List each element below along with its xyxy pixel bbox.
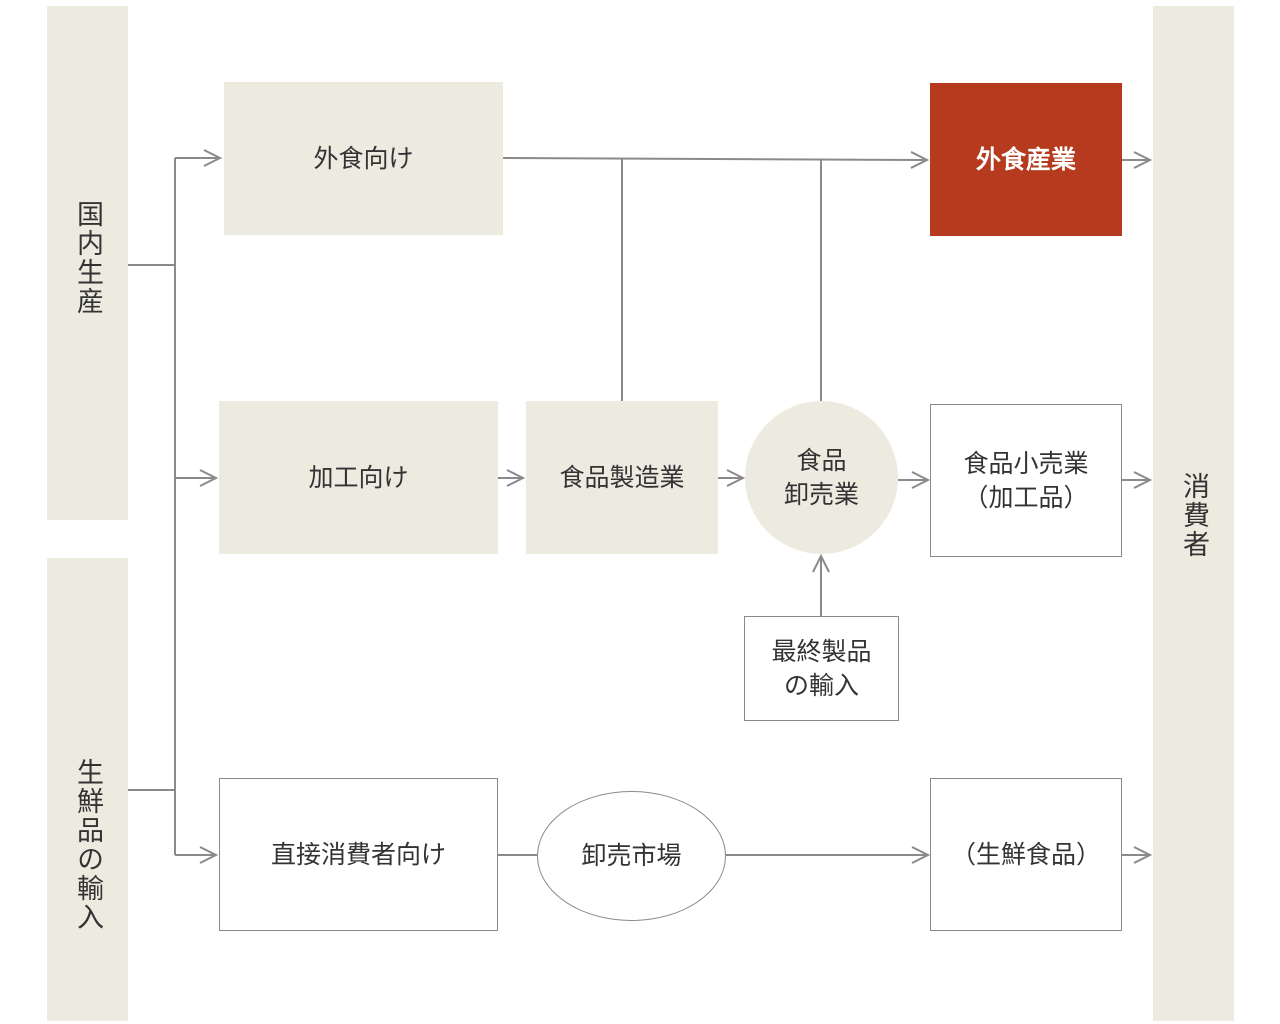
manufacturing-box: 食品製造業 <box>526 401 718 554</box>
processing-bound-box: 加工向け <box>219 401 498 554</box>
food-retail-label-line2: （加工品） <box>963 482 1089 512</box>
direct-bound-box: 直接消費者向け <box>219 778 498 931</box>
fresh-food-label: （生鮮食品） <box>950 839 1101 869</box>
consumer-bar: 消費者 <box>1153 6 1234 1021</box>
fresh-import-bar: 生鮮品の輸入 <box>47 558 128 1021</box>
wholesale-circle: 食品 卸売業 <box>745 401 898 554</box>
food-retail-box: 食品小売業 （加工品） <box>930 404 1122 557</box>
wholesale-market-label: 卸売市場 <box>581 841 682 871</box>
foodservice-bound-label: 外食向け <box>313 143 414 173</box>
wholesale-label-line2: 卸売業 <box>783 479 859 509</box>
wholesale-label-line1: 食品 <box>796 445 847 475</box>
domestic-production-bar: 国内生産 <box>47 6 128 520</box>
final-product-import-line2: の輸入 <box>783 670 859 700</box>
foodservice-bound-box: 外食向け <box>224 82 503 235</box>
foodservice-industry-label: 外食産業 <box>975 144 1076 174</box>
fresh-import-label: 生鮮品の輸入 <box>72 757 103 932</box>
foodservice-industry-box: 外食産業 <box>930 83 1122 236</box>
consumer-label: 消費者 <box>1178 472 1209 559</box>
arrow-to-foodservice <box>502 151 930 169</box>
final-product-import-line1: 最終製品 <box>771 636 872 666</box>
processing-bound-label: 加工向け <box>308 462 409 492</box>
direct-bound-label: 直接消費者向け <box>270 839 446 869</box>
wholesale-market-ellipse: 卸売市場 <box>537 791 726 921</box>
food-retail-label-line1: 食品小売業 <box>963 448 1089 478</box>
domestic-production-label: 国内生産 <box>72 200 103 316</box>
fresh-food-box: （生鮮食品） <box>930 778 1122 931</box>
manufacturing-label: 食品製造業 <box>559 462 685 492</box>
final-product-import-box: 最終製品 の輸入 <box>744 616 899 721</box>
